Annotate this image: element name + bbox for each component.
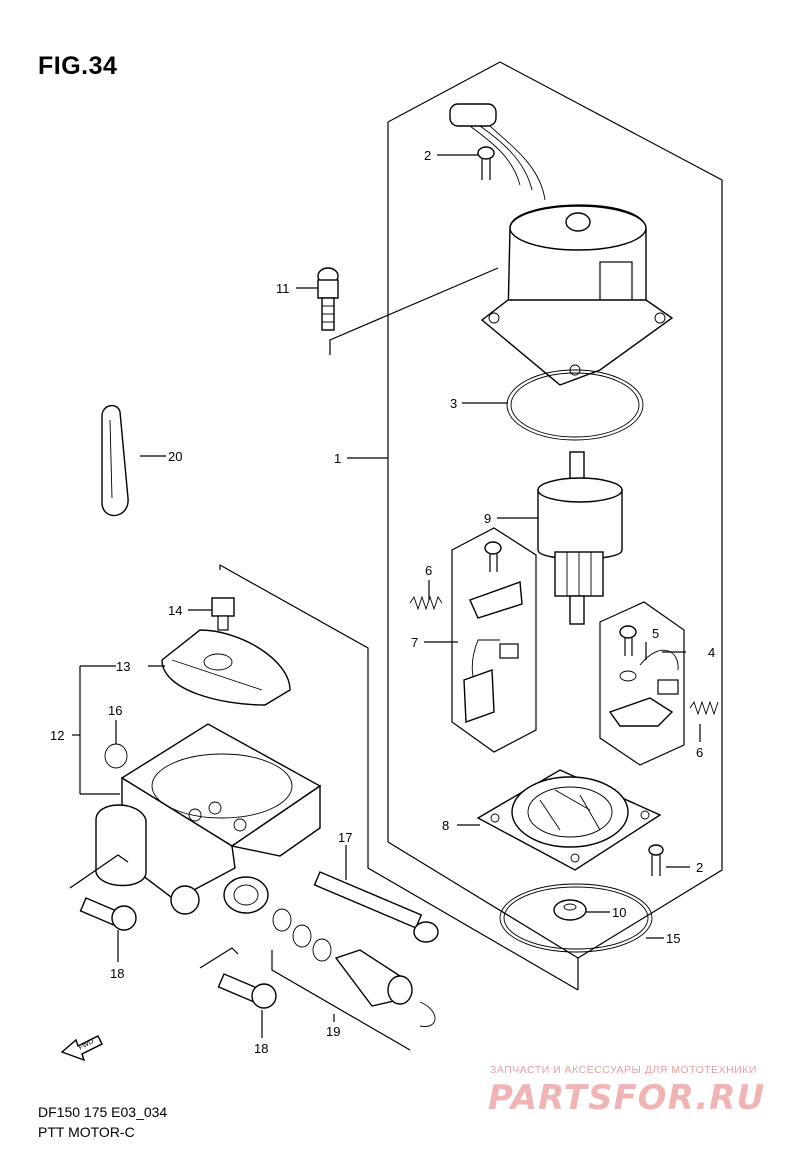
callout-17: 17 bbox=[338, 830, 352, 845]
valve-body-12[interactable] bbox=[95, 723, 322, 915]
callout-13: 13 bbox=[116, 659, 130, 674]
callout-5: 5 bbox=[652, 626, 659, 641]
callout-4: 4 bbox=[708, 645, 715, 660]
bolt-18-left[interactable] bbox=[79, 897, 137, 931]
callout-10: 10 bbox=[612, 905, 626, 920]
callout-8: 8 bbox=[442, 818, 449, 833]
callout-20: 20 bbox=[168, 449, 182, 464]
callout-14: 14 bbox=[168, 603, 182, 618]
callout-19: 19 bbox=[326, 1024, 340, 1039]
callout-15: 15 bbox=[666, 931, 680, 946]
callout-11: 11 bbox=[276, 281, 290, 296]
motor-housing-part[interactable] bbox=[449, 103, 674, 386]
brush-holder-7[interactable] bbox=[451, 527, 537, 753]
armature-9[interactable] bbox=[537, 451, 623, 625]
spring-6-right[interactable] bbox=[689, 700, 719, 716]
end-plate-8[interactable] bbox=[476, 769, 662, 871]
valve-group-19[interactable] bbox=[272, 908, 436, 1027]
callout-7: 7 bbox=[411, 635, 418, 650]
model-code: DF150 175 E03_034 bbox=[38, 1104, 168, 1120]
clip-20[interactable] bbox=[101, 405, 129, 517]
o-ring-3[interactable] bbox=[506, 369, 644, 441]
brush-holder-4[interactable] bbox=[599, 601, 685, 766]
valve-body-boundary bbox=[219, 563, 579, 991]
callout-18-left: 18 bbox=[110, 966, 124, 981]
figure-title: FIG.34 bbox=[38, 52, 118, 80]
fwd-arrow-icon: FWD bbox=[60, 1035, 103, 1062]
callout-1: 1 bbox=[334, 451, 341, 466]
callout-6-right: 6 bbox=[696, 745, 703, 760]
callout-12: 12 bbox=[50, 728, 64, 743]
callout-2-top: 2 bbox=[424, 148, 431, 163]
watermark-logo: PARTSFOR.RU bbox=[488, 1078, 766, 1118]
screw-2-top[interactable] bbox=[477, 146, 495, 180]
washer-10[interactable] bbox=[553, 899, 587, 921]
callout-6-left: 6 bbox=[425, 563, 432, 578]
diagram-subtitle: PTT MOTOR-C bbox=[38, 1124, 135, 1140]
spring-6-left[interactable] bbox=[409, 595, 443, 611]
bolt-18-right[interactable] bbox=[217, 973, 277, 1009]
callout-leaders bbox=[72, 154, 701, 1038]
part-14[interactable] bbox=[211, 597, 235, 631]
o-ring-15[interactable] bbox=[499, 883, 653, 953]
watermark-tagline: ЗАПЧАСТИ И АКСЕССУАРЫ ДЛЯ МОТОТЕХНИКИ bbox=[490, 1064, 757, 1076]
callout-2-bottom: 2 bbox=[696, 860, 703, 875]
callout-18-right: 18 bbox=[254, 1041, 268, 1056]
assembly-1-boundary bbox=[329, 61, 723, 990]
bolt-17[interactable] bbox=[313, 871, 439, 943]
cover-13[interactable] bbox=[161, 629, 291, 706]
o-ring-16[interactable] bbox=[104, 743, 128, 769]
screw-2-bottom[interactable] bbox=[648, 844, 664, 876]
callout-9: 9 bbox=[484, 511, 491, 526]
callout-3: 3 bbox=[450, 396, 457, 411]
callout-16: 16 bbox=[108, 703, 122, 718]
bolt-11[interactable] bbox=[317, 267, 339, 331]
